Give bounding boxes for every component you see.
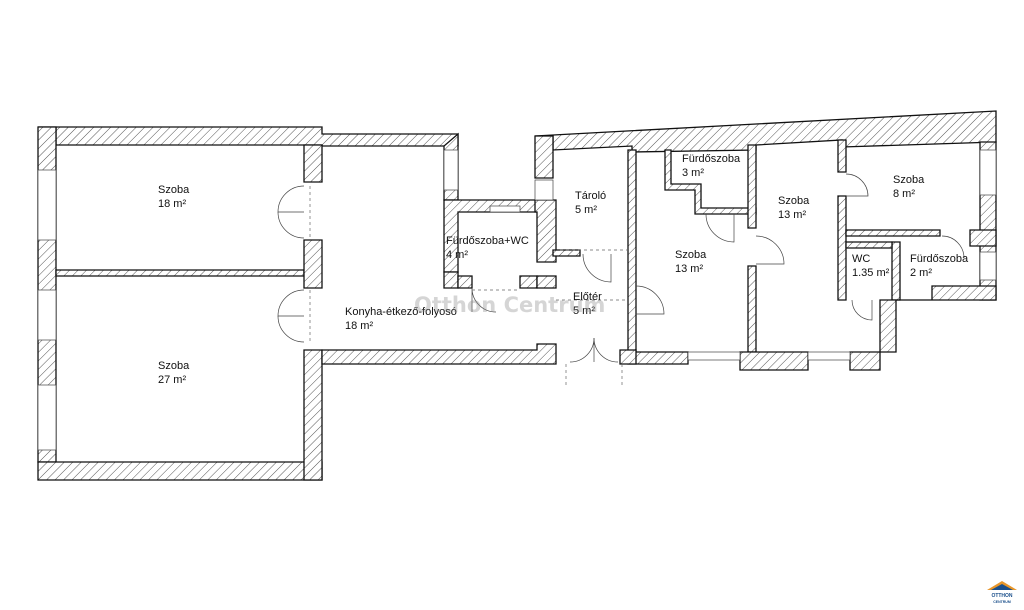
window <box>979 251 997 281</box>
wall-szoba8-bottom <box>845 229 941 237</box>
wall-bottom-right-c <box>849 285 997 371</box>
watermark: Otthon Centrum <box>414 293 605 317</box>
room-name: Szoba <box>675 249 707 261</box>
door-swing <box>471 287 497 313</box>
window <box>534 179 554 201</box>
logo-line1: OTTHON <box>991 593 1012 599</box>
logo-roof-inner-icon <box>991 584 1013 590</box>
door-swing <box>705 213 735 243</box>
door-swing <box>851 299 873 321</box>
room-name: Fürdőszoba <box>682 153 741 165</box>
room-area: 27 m² <box>158 374 186 386</box>
entrance-door <box>569 337 595 363</box>
wall-storage-bottom <box>552 249 581 257</box>
room-name: Szoba <box>158 360 190 372</box>
door-swing <box>755 235 785 265</box>
wall-kitchen-bottom <box>321 343 557 365</box>
wall-upper-right-b <box>303 239 323 289</box>
entrance-door <box>593 337 619 363</box>
window <box>37 384 57 451</box>
room-name: Konyha-étkező-folyosó <box>345 306 457 318</box>
door-swing <box>582 253 612 283</box>
room-name: Szoba <box>158 184 190 196</box>
right-block-walls <box>534 110 997 371</box>
otthon-centrum-logo: OTTHON CENTRUM <box>987 581 1017 604</box>
window <box>807 351 851 361</box>
wall-upper-right-a <box>303 144 323 183</box>
room-area: 13 m² <box>778 209 806 221</box>
wall <box>457 275 473 289</box>
right-windows <box>534 149 997 361</box>
door-swing <box>277 289 305 317</box>
room-name: WC <box>852 253 870 265</box>
left-block-walls <box>37 126 459 481</box>
right-doors <box>556 173 965 385</box>
wall-szoba13-right <box>837 139 847 173</box>
window <box>37 169 57 241</box>
logo-line2: CENTRUM <box>993 600 1011 604</box>
window <box>979 149 997 196</box>
door-swing <box>277 315 305 343</box>
room-labels: Szoba 18 m² Szoba 27 m² Konyha-étkező-fo… <box>158 153 969 386</box>
wall-mid-partition <box>747 144 757 229</box>
door-swing <box>277 185 305 213</box>
wall-bottom-right-b <box>739 351 809 371</box>
wall-bottom-left <box>37 461 323 481</box>
room-name: Fürdőszoba+WC <box>446 235 529 247</box>
wall-left-partition <box>55 269 305 277</box>
room-area: 2 m² <box>910 267 932 279</box>
room-name: Tároló <box>575 190 606 202</box>
window <box>37 289 57 341</box>
door-swing <box>941 235 965 259</box>
room-area: 1.35 m² <box>852 267 890 279</box>
wall-top-right <box>534 110 997 153</box>
room-area: 18 m² <box>158 198 186 210</box>
wall-lower-room-right <box>303 349 323 481</box>
room-area: 13 m² <box>675 263 703 275</box>
room-name: Szoba <box>778 195 810 207</box>
window <box>687 351 741 361</box>
window <box>443 149 459 191</box>
wall-right-block-left <box>534 135 554 179</box>
wall-top-left <box>38 126 459 147</box>
room-area: 5 m² <box>575 204 597 216</box>
door-swing <box>277 211 305 239</box>
room-name: Fürdőszoba <box>910 253 969 265</box>
wall-right-block-left-c <box>536 275 557 289</box>
wall-right-block-left-b <box>534 199 557 263</box>
left-windows <box>37 149 459 451</box>
wall-szoba8-bottom-b <box>969 229 997 247</box>
wall-szoba13-right-b <box>837 195 847 301</box>
room-area: 18 m² <box>345 320 373 332</box>
wall <box>443 271 459 289</box>
wall-bottom-right-a <box>627 351 689 365</box>
room-name: Előtér <box>573 291 602 303</box>
door-swing <box>845 173 869 197</box>
room-area: 8 m² <box>893 188 915 200</box>
wall-wc-bath <box>891 241 901 301</box>
left-doors <box>277 185 311 343</box>
wall <box>519 275 538 289</box>
wall-mid-partition-b <box>747 265 757 353</box>
wall-entrance-right <box>619 349 637 365</box>
room-name: Szoba <box>893 174 925 186</box>
room-area: 5 m² <box>573 305 595 317</box>
window <box>489 205 521 213</box>
wall-storage-right <box>627 149 637 363</box>
wall-wc-top <box>845 241 893 249</box>
door-swing <box>635 285 665 315</box>
room-area: 3 m² <box>682 167 704 179</box>
room-area: 4 m² <box>446 249 468 261</box>
